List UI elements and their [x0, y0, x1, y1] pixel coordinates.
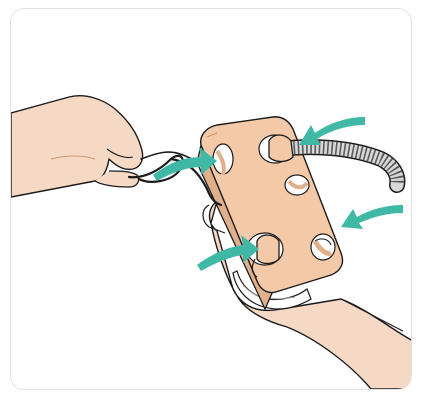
cleaning-illustration — [11, 9, 412, 390]
left-hand-icon — [11, 96, 221, 205]
illustration-card — [10, 8, 412, 390]
